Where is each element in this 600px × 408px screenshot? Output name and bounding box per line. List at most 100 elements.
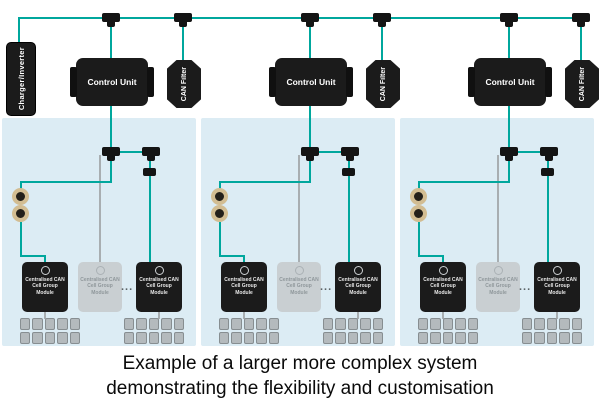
ellipsis-more-modules: ... [320, 281, 333, 293]
battery-cell [534, 332, 545, 344]
fuse-branch-wire [110, 155, 112, 183]
battery-cell [268, 318, 279, 330]
bus-to-control-unit-wire [110, 17, 112, 58]
battery-cell [372, 332, 383, 344]
module-logo-icon [493, 266, 503, 275]
module-right-wire [149, 155, 151, 262]
battery-cell [44, 318, 56, 330]
fuse-branch-wire [219, 181, 221, 190]
battery-cell [20, 332, 31, 344]
module-to-bank-wire [243, 312, 245, 319]
battery-cell [335, 318, 346, 330]
control-unit-panel-wire [110, 106, 112, 152]
t-connector-icon [301, 147, 319, 161]
battery-cell [534, 318, 545, 330]
bus-to-can-filter-wire [381, 17, 383, 60]
module-to-bank-wire [556, 312, 558, 319]
panel-bus-wire [301, 151, 359, 153]
t-connector-icon [572, 13, 590, 27]
cell-group-module: Centralised CAN Cell Group Module [534, 262, 580, 312]
fuse-to-module-wire [442, 255, 444, 263]
battery-cell [430, 318, 441, 330]
can-filter: CAN Filter [167, 60, 201, 108]
bus-to-can-filter-wire [182, 17, 184, 60]
cell-group-module-label: Centralised CAN Cell Group Module [224, 277, 264, 296]
module-to-bank-wire [158, 312, 160, 319]
battery-cell [173, 318, 184, 330]
inline-connector-icon [541, 168, 554, 176]
battery-bank [418, 318, 478, 344]
panel-bus-wire [102, 151, 160, 153]
cell-group-module-label: Centralised CAN Cell Group Module [478, 277, 518, 296]
cell-group-module: Centralised CAN Cell Group Module [335, 262, 381, 312]
battery-cell [467, 332, 478, 344]
caption-line-1: Example of a larger more complex system [122, 353, 478, 374]
module-logo-icon [154, 266, 164, 275]
control-unit: Control Unit [468, 58, 552, 106]
fuse-ring-icon [211, 188, 228, 205]
t-connector-icon [174, 13, 192, 27]
battery-cell [546, 318, 558, 330]
battery-cell [455, 332, 466, 344]
can-filter: CAN Filter [565, 60, 599, 108]
module-middle-faded-wire [99, 155, 101, 262]
fuse-branch-wire [220, 181, 311, 183]
charger-inverter-label: Charger/Inverter [16, 47, 26, 111]
cell-group-module-label: Centralised CAN Cell Group Module [139, 277, 179, 296]
control-unit-label: Control Unit [485, 76, 535, 87]
module-right-wire [348, 155, 350, 262]
module-logo-icon [438, 266, 448, 275]
system-branch: Control Unit CAN Filter Centralised CAN … [400, 0, 599, 346]
bus-to-can-filter-wire [580, 17, 582, 60]
control-unit: Control Unit [70, 58, 154, 106]
can-filter: CAN Filter [366, 60, 400, 108]
inline-connector-icon [342, 168, 355, 176]
battery-cell [268, 332, 279, 344]
module-right-wire [547, 155, 549, 262]
battery-cell [323, 318, 334, 330]
cell-group-module-label: Centralised CAN Cell Group Module [279, 277, 319, 296]
fuse-ring-icon [12, 205, 29, 222]
battery-cell [442, 318, 454, 330]
battery-cell [69, 318, 80, 330]
battery-cell [161, 318, 172, 330]
ellipsis-more-modules: ... [519, 281, 532, 293]
fuse-to-module-wire [418, 255, 444, 257]
fuse-to-module-wire [219, 255, 245, 257]
cell-group-module-label: Centralised CAN Cell Group Module [537, 277, 577, 296]
fuse-to-module-wire [44, 255, 46, 263]
fuse-branch-wire [20, 181, 22, 190]
battery-cell [243, 318, 255, 330]
battery-cell [44, 332, 56, 344]
t-connector-icon [341, 147, 359, 161]
battery-cell [231, 318, 242, 330]
module-to-bank-wire [357, 312, 359, 319]
fuse-to-module-wire [20, 255, 46, 257]
battery-cell [57, 318, 68, 330]
battery-cell [256, 318, 267, 330]
battery-cell [256, 332, 267, 344]
t-connector-icon [142, 147, 160, 161]
battery-cell [148, 332, 160, 344]
battery-cell [571, 318, 582, 330]
charger-inverter: Charger/Inverter [6, 42, 36, 116]
module-logo-icon [552, 266, 562, 275]
battery-cell [173, 332, 184, 344]
cell-group-module-label: Centralised CAN Cell Group Module [25, 277, 65, 296]
control-unit: Control Unit [269, 58, 353, 106]
battery-cell [335, 332, 346, 344]
battery-cell [430, 332, 441, 344]
battery-cell [231, 332, 242, 344]
battery-bank [20, 318, 80, 344]
cell-group-module-faded: Centralised CAN Cell Group Module [476, 262, 520, 312]
battery-cell [418, 332, 429, 344]
t-connector-icon [500, 147, 518, 161]
battery-cell [360, 318, 371, 330]
t-connector-icon [301, 13, 319, 27]
battery-cell [69, 332, 80, 344]
battery-cell [571, 332, 582, 344]
bus-to-control-unit-wire [309, 17, 311, 58]
fuse-branch-wire [21, 181, 112, 183]
module-logo-icon [40, 266, 50, 275]
cell-group-module-label: Centralised CAN Cell Group Module [338, 277, 378, 296]
